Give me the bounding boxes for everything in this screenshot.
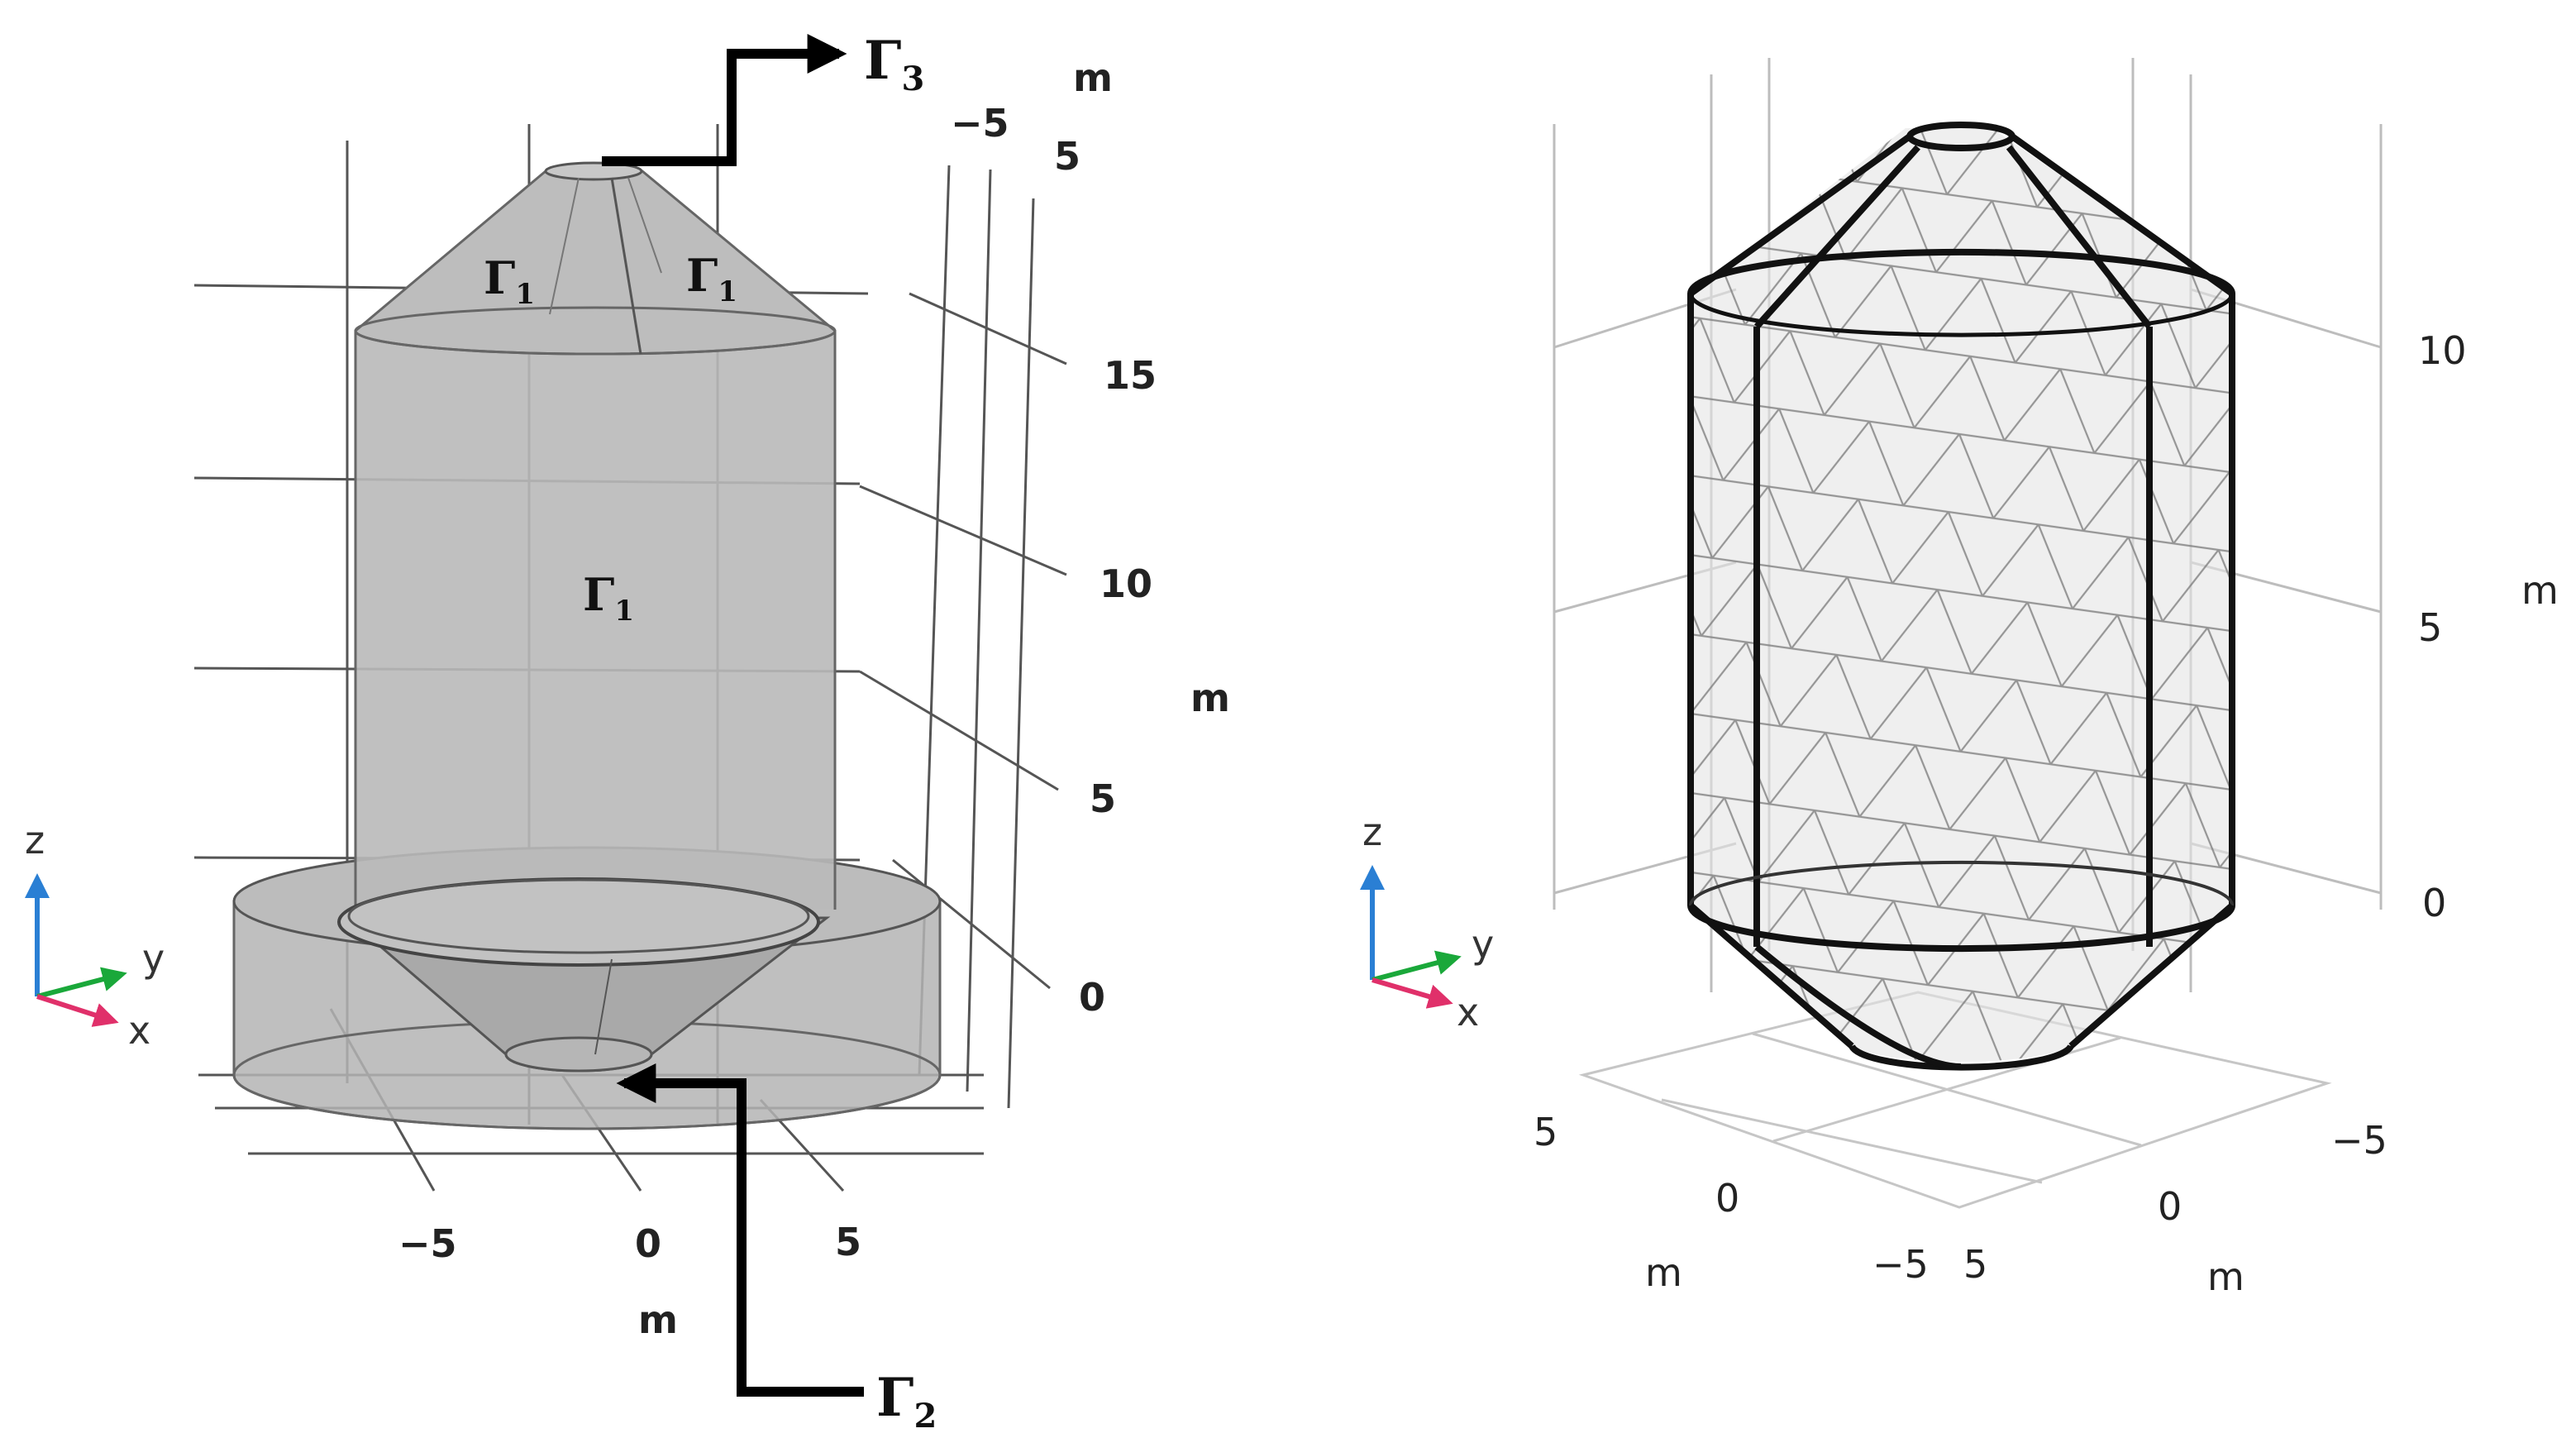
top-cone — [354, 161, 837, 356]
gamma1-label-cone-left: Γ1 — [484, 251, 535, 311]
left-tick-z-0: 0 — [1079, 975, 1105, 1020]
left-unit-z: m — [1190, 676, 1230, 720]
right-tick-right-neg5: −5 — [2331, 1118, 2388, 1163]
left-panel: Γ1 Γ1 Γ1 Γ3 Γ2 15 10 5 0 m −5 5 m −5 0 — [25, 30, 1230, 1436]
right-floor-ticks-right: −5 0 5 m — [1963, 1118, 2388, 1299]
left-triad-x: x — [128, 1008, 150, 1053]
right-tick-right-5: 5 — [1963, 1242, 1987, 1287]
right-floor-grid — [1578, 991, 2332, 1209]
left-tick-depth-neg5: −5 — [951, 101, 1009, 146]
right-tick-z-5: 5 — [2418, 605, 2442, 650]
cylinder-body — [354, 331, 837, 910]
gamma1-label-body: Γ1 — [583, 568, 634, 628]
left-axis-triad: z y x — [25, 818, 165, 1053]
inlet-arrow: Γ2 — [616, 1063, 937, 1436]
mesh-vessel — [1687, 122, 2235, 1071]
right-tick-left-5: 5 — [1534, 1110, 1558, 1154]
left-unit-depth: m — [1073, 55, 1113, 100]
right-unit-left: m — [1645, 1250, 1682, 1295]
right-triad-z: z — [1362, 810, 1382, 854]
left-vertical-ticks: 15 10 5 0 m — [1079, 353, 1230, 1020]
right-vertical-ticks: 10 5 0 m — [2418, 328, 2559, 925]
left-unit-x: m — [638, 1297, 678, 1342]
left-tick-x-0: 0 — [635, 1221, 661, 1266]
right-panel: 10 5 0 m 5 0 −5 m −5 0 5 m z y x — [1360, 58, 2559, 1299]
right-tick-right-0: 0 — [2158, 1184, 2182, 1229]
right-triad-y: y — [1472, 922, 1494, 967]
left-triad-z: z — [25, 818, 45, 862]
left-tick-z-5: 5 — [1090, 776, 1116, 821]
right-tick-z-10: 10 — [2418, 328, 2467, 373]
right-unit-right: m — [2207, 1254, 2244, 1299]
gamma1-label-cone-right: Γ1 — [686, 249, 737, 308]
gamma3-label: Γ3 — [864, 30, 924, 98]
left-horizontal-ticks: −5 0 5 m — [398, 1220, 861, 1342]
left-tick-x-neg5: −5 — [398, 1221, 457, 1266]
left-tick-z-15: 15 — [1104, 353, 1157, 398]
right-tick-z-0: 0 — [2422, 881, 2446, 925]
right-tick-left-neg5: −5 — [1872, 1242, 1929, 1287]
right-triad-x: x — [1457, 990, 1479, 1034]
bottom-cone — [337, 877, 831, 1073]
left-tick-x-5: 5 — [835, 1220, 861, 1264]
left-triad-y: y — [142, 936, 165, 981]
right-unit-z: m — [2521, 568, 2559, 613]
left-depth-ticks: −5 5 m — [951, 55, 1113, 179]
right-tick-left-0: 0 — [1715, 1176, 1739, 1221]
gamma2-label: Γ2 — [876, 1367, 937, 1436]
outlet-arrow: Γ3 — [602, 30, 924, 166]
right-axis-triad: z y x — [1360, 810, 1494, 1034]
right-floor-ticks-left: 5 0 −5 m — [1534, 1110, 1929, 1295]
left-tick-depth-5: 5 — [1054, 134, 1080, 179]
left-tick-z-10: 10 — [1100, 561, 1152, 606]
